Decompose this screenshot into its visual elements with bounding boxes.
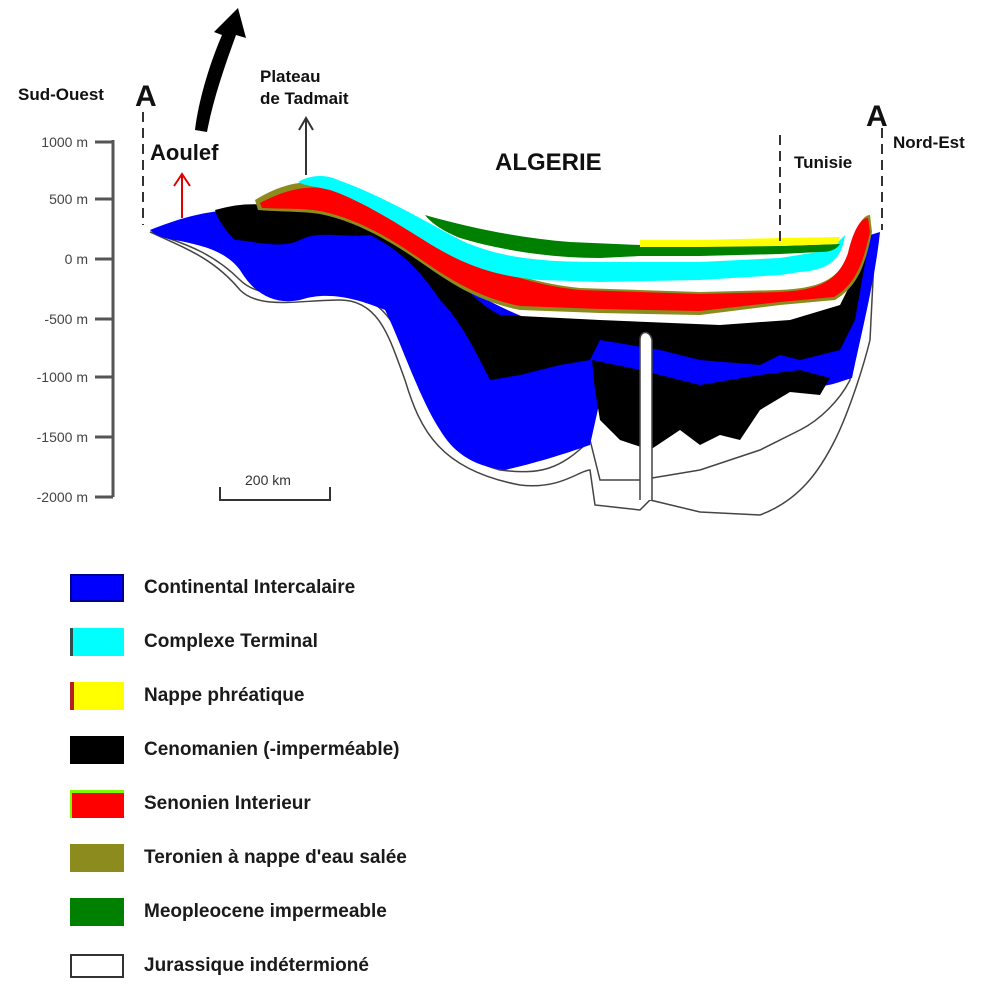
legend: Continental Intercalaire Complexe Termin… — [70, 568, 630, 1000]
label-nord-est: Nord-Est — [893, 133, 965, 152]
legend-item: Continental Intercalaire — [70, 568, 630, 622]
legend-label: Meopleocene impermeable — [144, 901, 387, 922]
legend-label: Jurassique indétermioné — [144, 955, 369, 976]
label-algerie: ALGERIE — [495, 149, 602, 176]
flow-arrow — [195, 8, 246, 132]
tick-label: 0 m — [65, 251, 88, 267]
tick-label: 1000 m — [41, 134, 88, 150]
legend-label: Complexe Terminal — [144, 631, 318, 652]
label-tunisie: Tunisie — [794, 153, 852, 172]
legend-swatch-teronien — [70, 844, 124, 872]
legend-label: Senonien Interieur — [144, 793, 311, 814]
layer-complexe-terminal — [298, 176, 845, 282]
legend-swatch-continental-intercalaire — [70, 574, 124, 602]
axis-tick-labels: 1000 m 500 m 0 m -500 m -1000 m -1500 m … — [37, 134, 88, 505]
legend-item: Senonien Interieur — [70, 784, 630, 838]
legend-item: Cenomanien (-imperméable) — [70, 730, 630, 784]
label-section-end: A — [866, 100, 888, 133]
scale-label: 200 km — [245, 472, 291, 488]
legend-label: Teronien à nappe d'eau salée — [144, 847, 407, 868]
layer-meopleocene — [425, 215, 840, 258]
plateau-arrow — [298, 116, 314, 175]
tick-label: -1000 m — [37, 369, 88, 385]
tick-label: -2000 m — [37, 489, 88, 505]
tick-label: -500 m — [44, 311, 88, 327]
legend-item: Meopleocene impermeable — [70, 892, 630, 946]
legend-swatch-senonien — [70, 790, 124, 818]
tick-label: -1500 m — [37, 429, 88, 445]
layer-senonien — [260, 187, 870, 311]
legend-item: Nappe phréatique — [70, 676, 630, 730]
label-plateau-line2: de Tadmait — [260, 89, 349, 108]
legend-swatch-complexe-terminal — [70, 628, 124, 656]
legend-item: Jurassique indétermioné — [70, 946, 630, 1000]
axis-ticks — [95, 140, 113, 499]
legend-swatch-nappe-phreatique — [70, 682, 124, 710]
geological-cross-section: 1000 m 500 m 0 m -500 m -1000 m -1500 m … — [18, 8, 965, 516]
scale-bar — [219, 487, 331, 501]
label-sud-ouest: Sud-Ouest — [18, 85, 104, 104]
legend-swatch-cenomanien — [70, 736, 124, 764]
legend-label: Continental Intercalaire — [144, 577, 356, 598]
layer-cenomanien — [215, 204, 870, 380]
layer-nappe-phreatique — [640, 237, 840, 247]
label-section-start: A — [135, 80, 157, 113]
legend-item: Complexe Terminal — [70, 622, 630, 676]
legend-item: Teronien à nappe d'eau salée — [70, 838, 630, 892]
label-aoulef: Aoulef — [150, 140, 219, 165]
legend-label: Cenomanien (-imperméable) — [144, 739, 400, 760]
legend-swatch-meopleocene — [70, 898, 124, 926]
tick-label: 500 m — [49, 191, 88, 207]
legend-label: Nappe phréatique — [144, 685, 305, 706]
aoulef-arrow — [173, 172, 191, 218]
well — [639, 331, 653, 500]
label-plateau-line1: Plateau — [260, 67, 320, 86]
